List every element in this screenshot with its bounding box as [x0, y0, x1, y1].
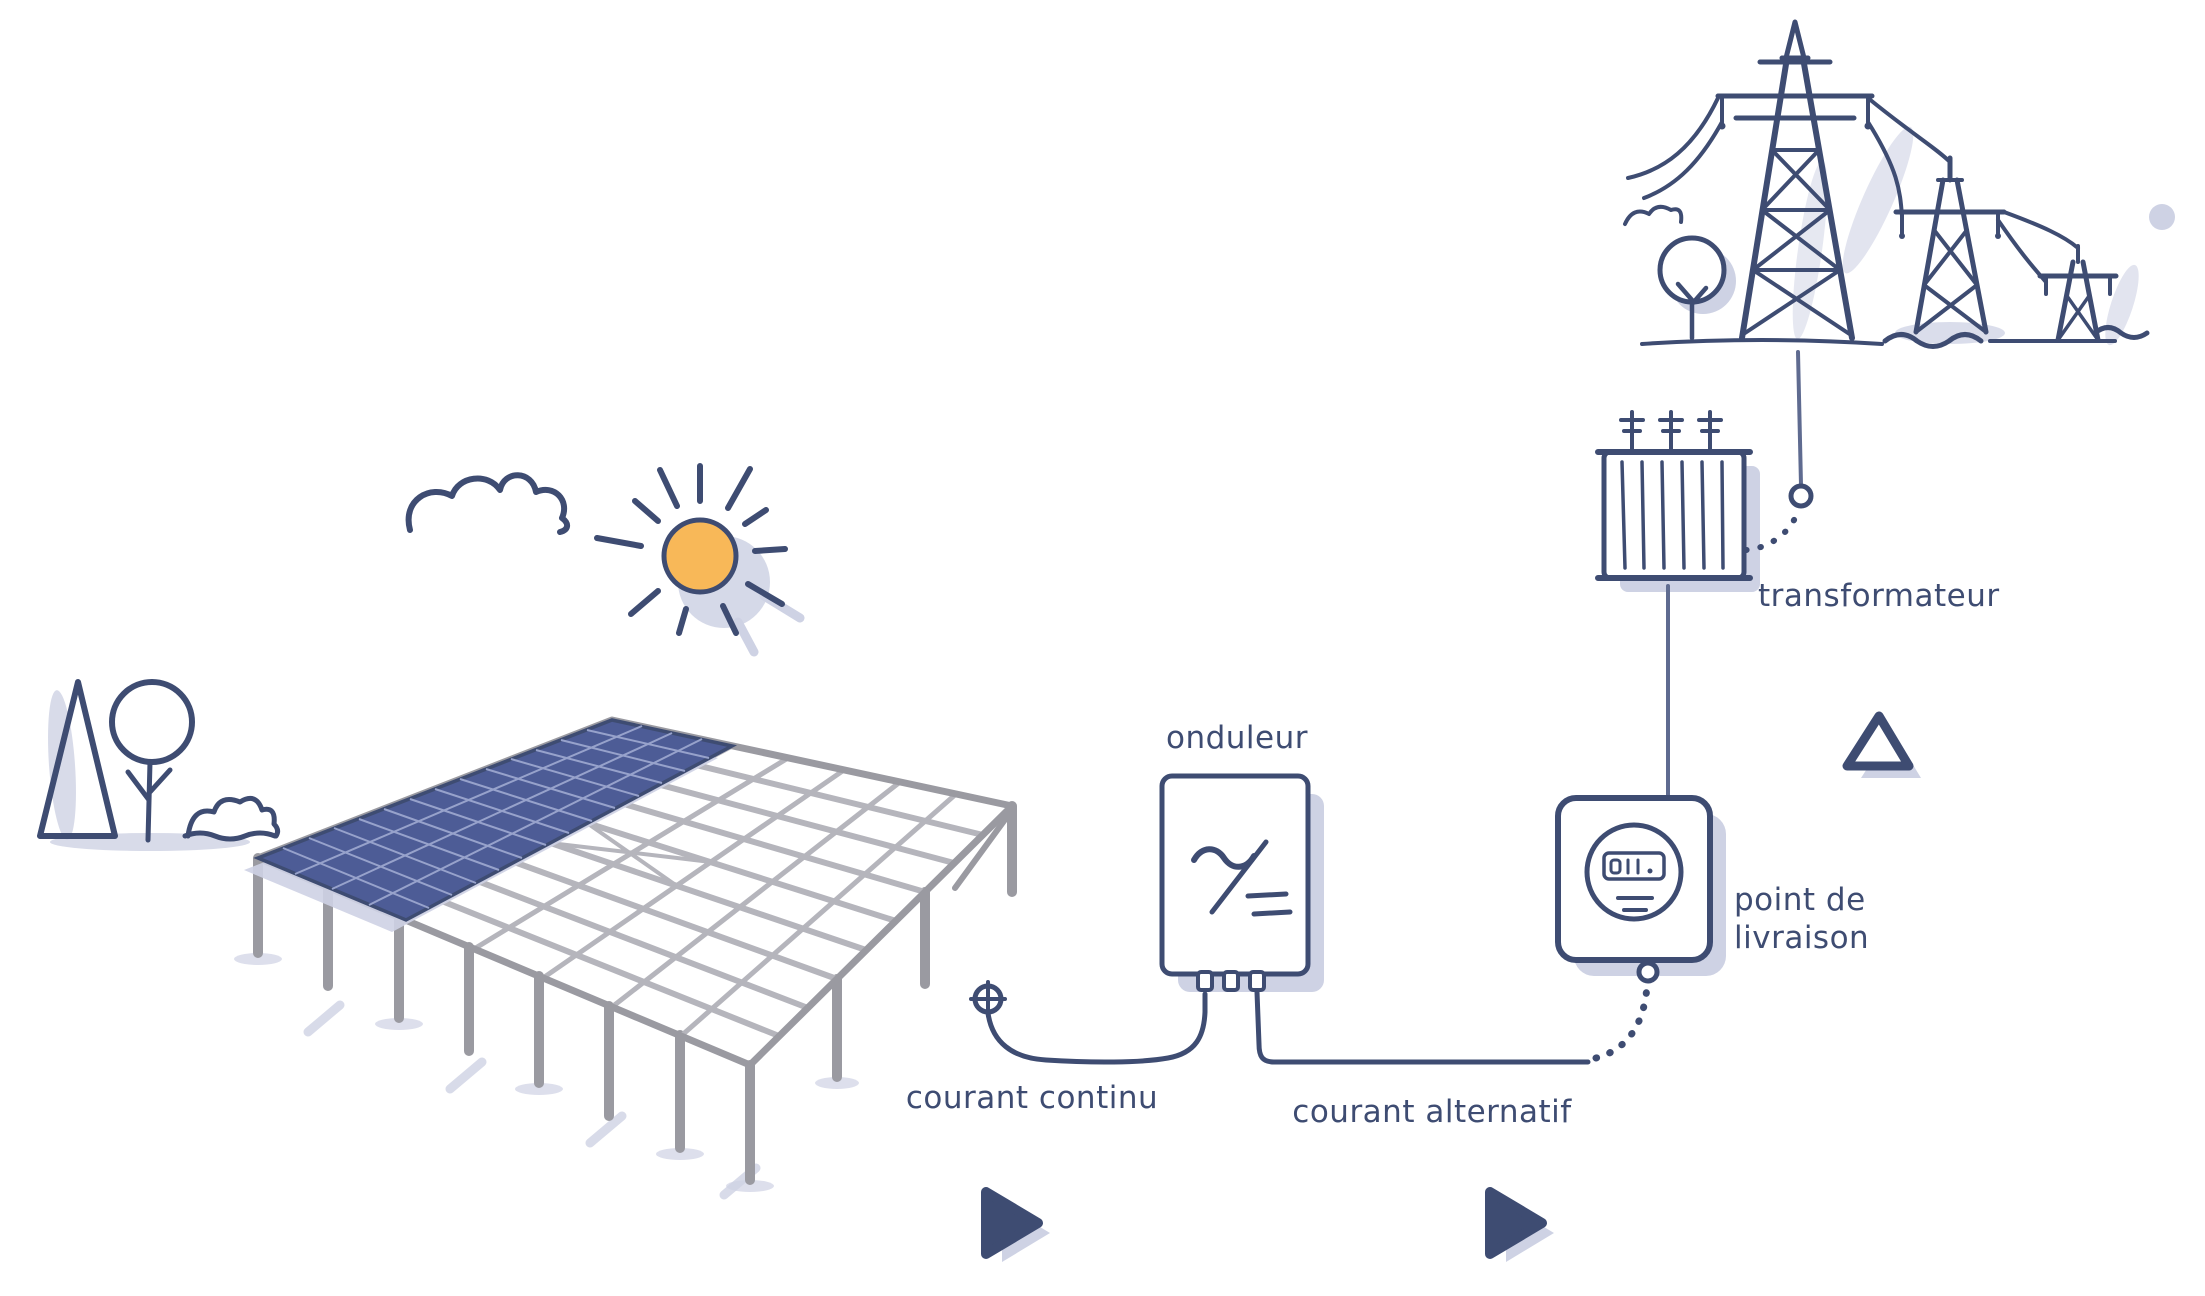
- meter-icon: [1555, 795, 1726, 984]
- triangle-icon: [1842, 711, 1921, 778]
- accent-dot: [2149, 204, 2175, 230]
- round-tree-icon: [109, 679, 195, 843]
- inverter-icon: [1159, 773, 1324, 992]
- dc-current-label: courant continu: [906, 1080, 1158, 1116]
- power-pylons-icon: [1623, 19, 2175, 349]
- transformer-icon: [1595, 410, 1814, 592]
- delivery-point-label-line2: livraison: [1734, 920, 1869, 956]
- left-trees: [37, 679, 281, 851]
- ground-line: [1640, 338, 1884, 346]
- play-button-2[interactable]: [1485, 1187, 1554, 1262]
- tree-shadow-streak: [48, 690, 76, 840]
- canopy-ground-shadows: [234, 953, 859, 1200]
- play-icon: [1485, 1187, 1547, 1259]
- sun-core: [661, 517, 739, 595]
- ac-cable: [1254, 989, 1591, 1065]
- medium-pylon-icon: [1893, 155, 2007, 335]
- bush-icon: [182, 795, 281, 842]
- meter-display: [1602, 851, 1666, 881]
- transformer-bushings: [1619, 410, 1723, 452]
- pylon-shadow-streak: [1842, 126, 1914, 274]
- power-wires: [1626, 96, 2080, 284]
- canopy-posts: [253, 801, 1017, 1185]
- dc-connector-icon: [969, 980, 1007, 1018]
- pylon-shadow-streak: [2105, 264, 2139, 346]
- sun-icon: [594, 463, 805, 657]
- inverter-terminals: [1196, 970, 1266, 992]
- inverter-label: onduleur: [1166, 720, 1308, 756]
- solar-panel-grid: [282, 725, 710, 909]
- transformer-label: transformateur: [1758, 578, 2000, 614]
- sun-rays: [594, 463, 788, 636]
- terminal-circle: [1788, 483, 1814, 509]
- meter-terminal: [1636, 960, 1660, 984]
- meter-marks: [1616, 896, 1654, 912]
- dc-cable: [985, 991, 1208, 1065]
- grid-line-up: [1796, 350, 1803, 487]
- ac-dotted-connection: [1592, 982, 1651, 1062]
- inverter-symbol: [1191, 839, 1293, 917]
- canopy-brace: [952, 807, 1015, 891]
- canopy-x-brace: [548, 821, 713, 888]
- meter-display-digits: [1609, 858, 1653, 875]
- canopy-rafters: [294, 732, 986, 1039]
- delivery-point-label-line1: point de: [1734, 882, 1866, 918]
- solar-canopy-icon: [234, 716, 1017, 1200]
- bush-icon: [1623, 204, 1684, 226]
- small-tree-icon: [1657, 235, 1736, 341]
- play-icon: [981, 1187, 1043, 1259]
- cloud-icon: [405, 472, 570, 535]
- ground-squiggle: [2092, 325, 2150, 340]
- inverter-box: [1159, 773, 1311, 977]
- play-button-1[interactable]: [981, 1187, 1050, 1262]
- pine-tree-icon: [37, 679, 118, 839]
- ground-squiggle: [1882, 332, 1984, 349]
- ac-current-label: courant alternatif: [1292, 1094, 1572, 1130]
